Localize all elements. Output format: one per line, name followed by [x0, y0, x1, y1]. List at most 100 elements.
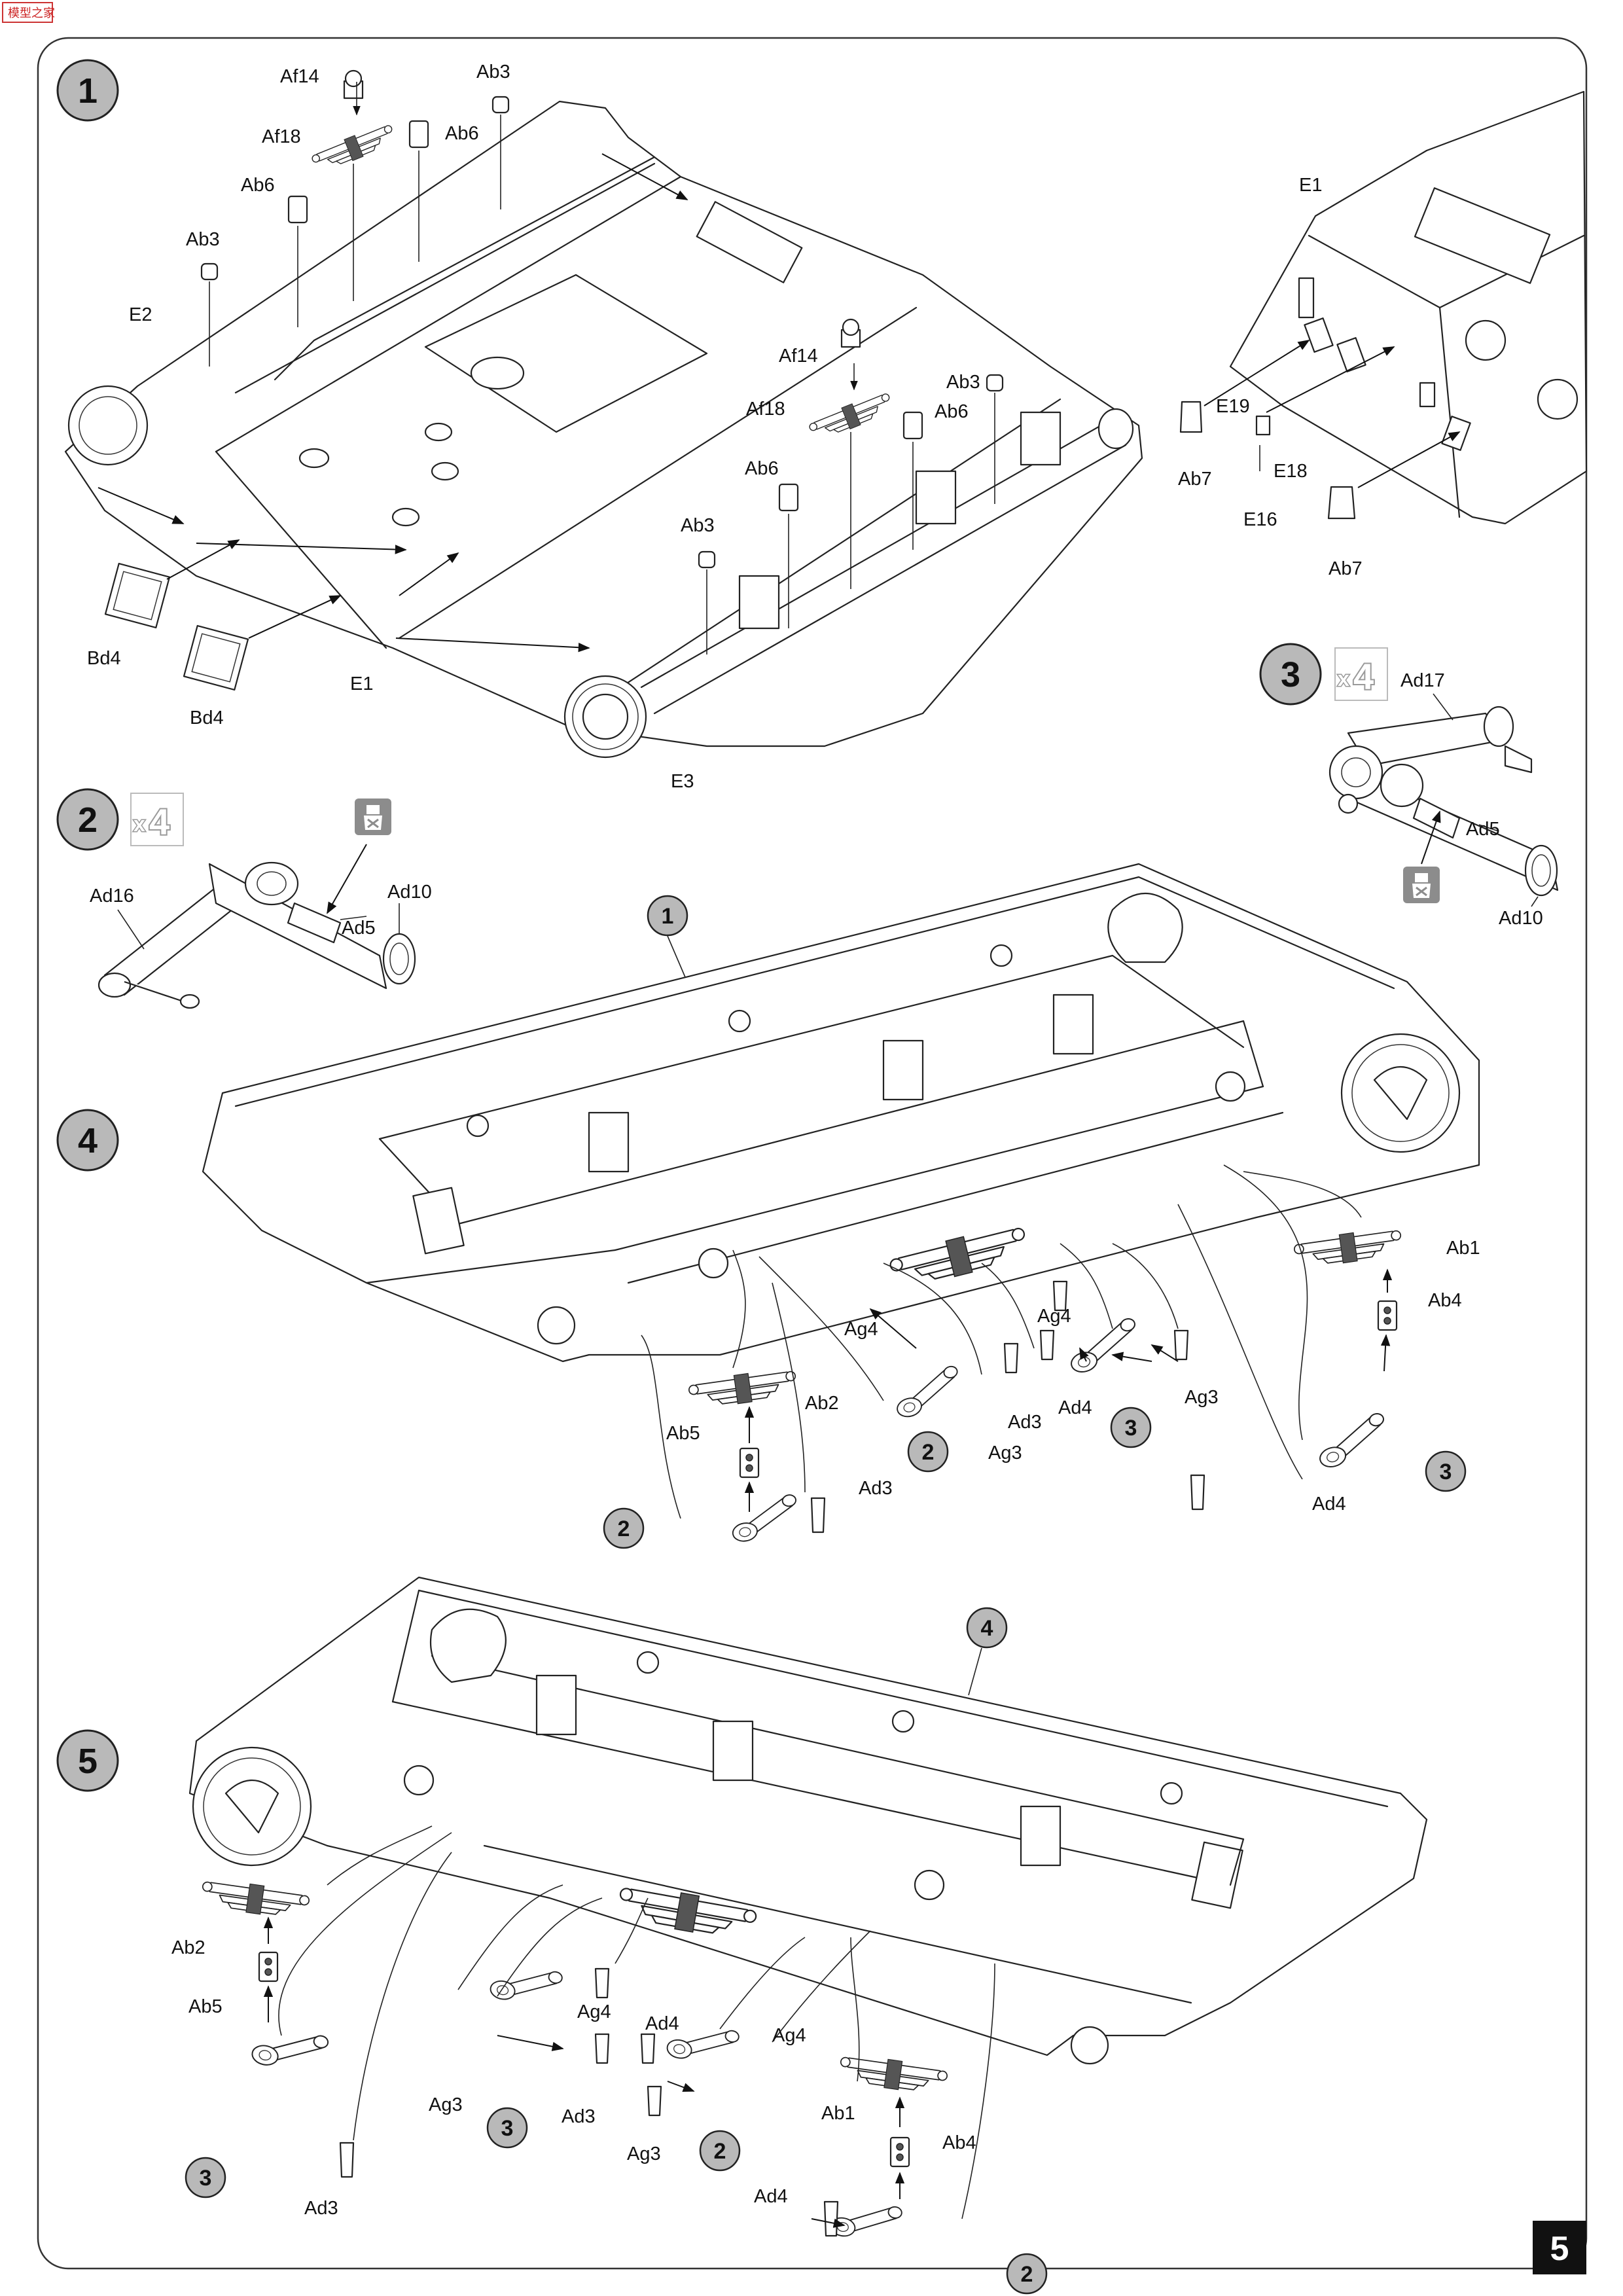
label-E1-rear-detail: E1	[1299, 175, 1322, 196]
label-Ab1-step5: Ab1	[821, 2103, 855, 2124]
label-Ad5-step2: Ad5	[342, 918, 376, 939]
lower-hull-main	[64, 100, 1143, 759]
step-4: 4 1	[56, 863, 1480, 1549]
label-Ad3-step5-left: Ad3	[304, 2198, 338, 2219]
label-Ad3-left: Ad3	[859, 1478, 893, 1499]
label-Ag4-step5-left: Ag4	[577, 2001, 611, 2022]
label-Ad10-step2: Ad10	[387, 882, 432, 903]
step-2-multiplier-x: x	[134, 812, 145, 836]
step-2-multiplier-count: 4	[149, 801, 169, 842]
step-4-subref-3-mid: 3	[1110, 1407, 1152, 1448]
glue-icon-step-3	[1403, 867, 1440, 903]
label-Ad4-step5-mid: Ad4	[645, 2013, 679, 2034]
step-3-multiplier-count: 4	[1353, 656, 1374, 697]
label-Ag4-right: Ag4	[1037, 1306, 1071, 1327]
publisher-logo: 模型之家	[2, 2, 55, 23]
label-E3: E3	[671, 771, 694, 792]
step-5-ref-badge: 4	[966, 1607, 1008, 1649]
label-Ab7-left: Ab7	[1178, 469, 1212, 490]
label-Ad16: Ad16	[90, 886, 134, 906]
step-4-subref-2-mid-number: 2	[922, 1440, 935, 1465]
label-Ad17: Ad17	[1400, 670, 1445, 691]
step-4-subref-2-left-number: 2	[618, 1516, 630, 1541]
label-Ag3-right: Ag3	[1185, 1387, 1219, 1408]
label-Ad3-mid: Ad3	[1008, 1412, 1042, 1433]
label-Ab3-front-left: Ab3	[186, 229, 220, 250]
suspension-arm-assembly-3	[1329, 706, 1559, 897]
step-5-subref-2-right: 2	[1006, 2253, 1048, 2295]
step-1-number: 1	[78, 71, 98, 111]
step-3-multiplier: x 4	[1334, 647, 1388, 701]
step-4-number: 4	[78, 1121, 98, 1160]
label-Ad4-right: Ad4	[1312, 1494, 1346, 1515]
suspension-arm-assembly-2	[98, 861, 416, 1009]
page-number-box: 5	[1533, 2221, 1586, 2274]
label-Af18-front: Af18	[262, 126, 301, 147]
label-Ab5-step5: Ab5	[188, 1996, 223, 2017]
label-E1-main: E1	[350, 673, 373, 694]
step-4-subref-3-mid-number: 3	[1125, 1416, 1137, 1441]
label-Ab4-step5: Ab4	[942, 2132, 976, 2153]
label-Ab5-step4: Ab5	[666, 1423, 700, 1444]
label-Ad10-step3: Ad10	[1499, 908, 1543, 929]
step-4-subref-2-left: 2	[603, 1507, 645, 1549]
hull-rear-detail	[1229, 90, 1588, 525]
step-5-subref-2-mid-number: 2	[714, 2139, 726, 2164]
label-Ab6-front-left: Ab6	[241, 175, 275, 196]
step-2-multiplier: x 4	[130, 793, 184, 846]
step-4-subref-3-right-number: 3	[1440, 1460, 1452, 1484]
step-2: 2 x 4 Ad16 Ad10 Ad5	[56, 788, 432, 1009]
label-Ad4-step5-right: Ad4	[754, 2186, 788, 2207]
step-4-subref-3-right: 3	[1425, 1450, 1467, 1492]
step-3: 3 x 4 Ad17 Ad5	[1259, 643, 1559, 929]
step-2-number: 2	[78, 800, 98, 840]
step-4-subref-2-mid: 2	[907, 1431, 949, 1473]
label-Ab4-step4: Ab4	[1428, 1290, 1462, 1311]
logo-text: 模型之家	[8, 7, 55, 20]
label-E19: E19	[1216, 396, 1250, 417]
label-Bd4-lower: Bd4	[190, 708, 224, 728]
step-1: 1	[56, 59, 1588, 792]
label-Ad3-step5-mid: Ad3	[562, 2106, 596, 2127]
label-Ag3-mid: Ag3	[988, 1443, 1022, 1463]
label-Af14-rear: Af14	[779, 346, 818, 367]
step-3-number: 3	[1281, 655, 1300, 694]
label-Ab6-rear-left: Ab6	[745, 458, 779, 479]
step-4-badge	[56, 1109, 119, 1172]
step-5-subref-3-left: 3	[185, 2157, 226, 2198]
label-E18: E18	[1274, 461, 1308, 482]
label-Ad5-step3: Ad5	[1466, 819, 1500, 840]
label-Ab2-step5: Ab2	[171, 1937, 205, 1958]
label-Ag4-left: Ag4	[844, 1319, 878, 1340]
label-E2: E2	[129, 304, 152, 325]
step-5-subref-3-left-number: 3	[200, 2166, 212, 2191]
step-3-badge	[1259, 643, 1322, 706]
step-5-subref-3-mid-number: 3	[501, 2116, 514, 2141]
glue-icon	[355, 798, 391, 835]
step-5: 5 4	[56, 1576, 1428, 2295]
step-5-number: 5	[78, 1742, 98, 1781]
label-Ab3-rear-left: Ab3	[681, 515, 715, 536]
label-Ag4-step5-right: Ag4	[772, 2025, 806, 2046]
label-Af14-front: Af14	[280, 66, 319, 87]
step-2-badge	[56, 788, 119, 851]
label-Ab3-front-top: Ab3	[476, 62, 510, 82]
step-5-badge	[56, 1729, 119, 1792]
label-Ab6-front-right: Ab6	[445, 123, 479, 144]
label-Bd4-upper: Bd4	[87, 648, 121, 669]
label-Ag3-step5-left: Ag3	[429, 2094, 463, 2115]
hull-upside-down-step4	[202, 863, 1480, 1363]
hull-upside-down-step5	[188, 1576, 1428, 2065]
label-Ab1-step4: Ab1	[1446, 1238, 1480, 1259]
page-frame	[37, 37, 1588, 2270]
label-Ag3-step5-mid: Ag3	[627, 2144, 661, 2164]
step-5-subref-3-mid: 3	[486, 2107, 528, 2149]
step-1-badge	[56, 59, 119, 122]
step-4-ref-badge: 1	[647, 895, 688, 937]
label-Ab3-rear-top: Ab3	[946, 372, 980, 393]
step-5-ref-number: 4	[981, 1616, 993, 1641]
label-Ad4-mid: Ad4	[1058, 1397, 1092, 1418]
label-Ab2-step4: Ab2	[805, 1393, 839, 1414]
page-number: 5	[1550, 2230, 1569, 2268]
